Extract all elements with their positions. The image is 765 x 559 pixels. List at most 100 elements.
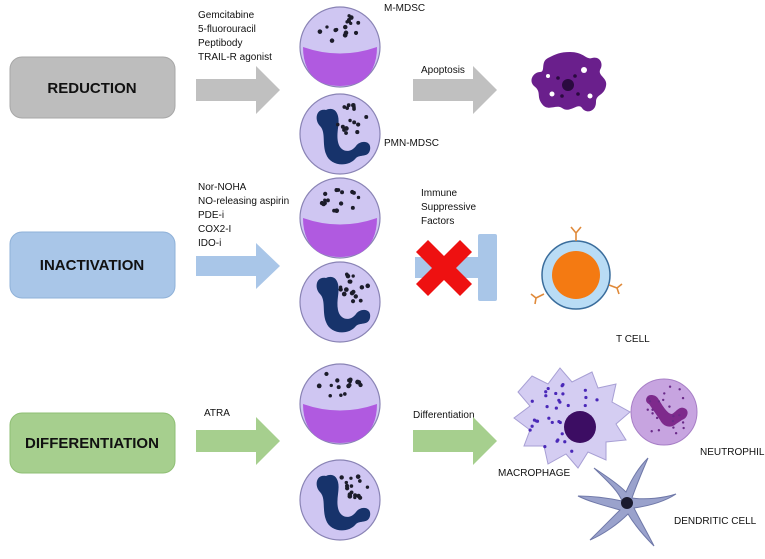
granule	[343, 30, 349, 36]
inactivation-drug-1: Nor-NOHA	[198, 182, 247, 193]
m-mdsc-cell	[299, 177, 381, 259]
granule	[343, 126, 349, 131]
macrophage-granule	[560, 432, 564, 436]
granule	[319, 200, 325, 206]
reduction-drug-4: TRAIL-R agonist	[198, 52, 272, 63]
dendritic-cell	[577, 457, 677, 547]
t-cell-label: T CELL	[616, 334, 650, 345]
block-x-icon	[416, 240, 472, 296]
granules	[319, 188, 361, 214]
granule	[355, 379, 360, 385]
macrophage-granule	[566, 403, 570, 408]
row-inactivation: INACTIVATION Nor-NOHA NO-releasing aspir…	[9, 177, 650, 345]
reduction-drug-2: 5-fluorouracil	[198, 24, 256, 35]
monocytic-nucleus	[303, 218, 377, 257]
granule	[341, 291, 347, 297]
pmn-mdsc-cell	[299, 261, 381, 343]
granule	[323, 191, 328, 196]
neutrophil-granule	[678, 388, 681, 391]
inactivation-label: INACTIVATION	[40, 257, 144, 274]
macrophage	[513, 367, 631, 469]
inactivation-drug-3: PDE-i	[198, 210, 224, 221]
neutrophil-granule	[672, 426, 675, 429]
reduction-drug-1: Gemcitabine	[198, 10, 255, 21]
granule	[316, 383, 322, 389]
macrophage-granule	[558, 400, 562, 404]
granule	[335, 378, 340, 383]
pmn-mdsc-label: PMN-MDSC	[384, 138, 439, 149]
granules	[316, 371, 363, 398]
macrophage-granule	[570, 449, 574, 453]
granule	[350, 299, 356, 304]
granule	[351, 102, 356, 108]
macrophage-granule	[528, 428, 532, 432]
granule	[356, 20, 361, 25]
inactivation-arrow	[196, 243, 280, 289]
neutrophil-granule	[662, 398, 665, 402]
macrophage-granule	[560, 384, 564, 388]
granule	[340, 190, 345, 195]
granule	[345, 273, 351, 279]
granule	[351, 190, 356, 195]
apoptotic-cell	[531, 52, 607, 112]
effect-line-2: Suppressive	[421, 202, 476, 213]
granule	[344, 131, 348, 135]
m-mdsc-cell	[299, 6, 381, 88]
macrophage-granule	[545, 405, 549, 409]
granule	[343, 24, 348, 30]
granule	[356, 122, 361, 127]
differentiation-label: DIFFERENTIATION	[25, 435, 159, 452]
granule	[338, 287, 343, 292]
macrophage-granule	[563, 440, 567, 444]
granule	[353, 495, 357, 500]
neutrophil-granule	[647, 397, 650, 400]
granule	[344, 480, 349, 485]
neutrophil-label: NEUTROPHIL	[700, 447, 765, 458]
granules	[317, 14, 361, 43]
atra-label: ATRA	[204, 408, 230, 419]
granules	[339, 474, 370, 500]
granule	[345, 20, 349, 24]
differentiation-effect-label: Differentiation	[413, 410, 475, 421]
macrophage-granule	[554, 406, 558, 410]
granule	[348, 279, 353, 284]
granule	[345, 483, 349, 488]
neutrophil-granule	[672, 414, 675, 418]
neutrophil-granule	[657, 400, 661, 403]
polymorphonuclear-nucleus	[316, 108, 371, 165]
differentiation-box	[9, 412, 176, 474]
granule	[352, 120, 357, 125]
inactivation-drug-list: Nor-NOHA NO-releasing aspirin PDE-i COX2…	[198, 182, 292, 249]
neutrophil-granule	[681, 421, 685, 424]
granule	[347, 492, 353, 497]
macrophage-granule	[546, 386, 550, 391]
granule	[359, 285, 365, 290]
t-cell	[530, 226, 623, 310]
granule	[328, 393, 332, 398]
neutrophil-granule	[651, 412, 654, 415]
neutrophil-granule	[651, 408, 654, 411]
granule	[336, 385, 341, 390]
granule	[349, 476, 353, 480]
neutrophil-granule	[648, 400, 652, 403]
row-reduction: REDUCTION Gemcitabine 5-fluorouracil Pep…	[9, 3, 607, 175]
granule	[345, 106, 350, 110]
granule	[358, 382, 363, 388]
neutrophil-granule	[650, 430, 653, 433]
dendritic-cell-label: DENDRITIC CELL	[674, 516, 757, 527]
granule	[342, 105, 347, 109]
granule	[317, 29, 323, 34]
granule	[350, 205, 355, 210]
granule	[365, 283, 371, 289]
neutrophil-nucleus	[646, 395, 688, 427]
apoptosis-label: Apoptosis	[421, 65, 465, 76]
differentiation-effect-arrow	[413, 417, 497, 465]
macrophage-granule	[583, 403, 587, 408]
granule	[339, 475, 344, 480]
macrophage-granule	[558, 420, 562, 425]
granule	[353, 30, 359, 35]
granule	[334, 188, 339, 193]
granule	[356, 195, 361, 200]
macrophage-label: MACROPHAGE	[498, 468, 571, 479]
